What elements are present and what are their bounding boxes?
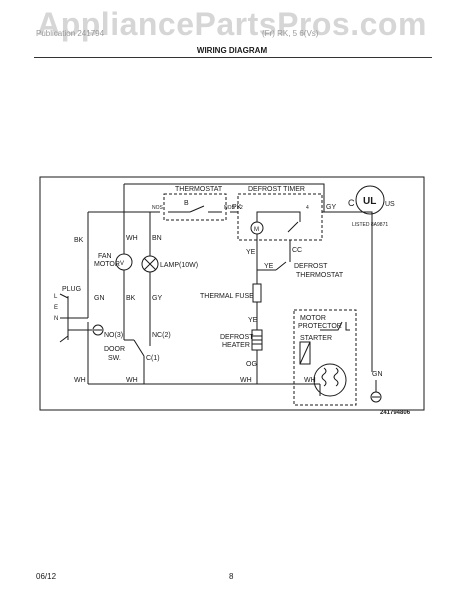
label-defrost-heater-2: HEATER	[222, 342, 250, 349]
label-ul-c: C	[348, 198, 355, 208]
label-motor-protector-1: MOTOR	[300, 315, 326, 322]
label-door: DOOR	[104, 346, 125, 353]
label-terminal-nos2: NOS	[224, 205, 236, 211]
door-switch-blade	[133, 339, 145, 357]
label-ul-us: US	[385, 201, 395, 208]
label-wire-wh-3: WH	[240, 377, 252, 384]
label-fan-v: V	[120, 261, 124, 267]
label-wire-bn: BN	[152, 235, 162, 242]
label-ul-listed: LISTED 8A9871	[352, 222, 388, 228]
label-defrost-timer: DEFROST TIMER	[248, 186, 305, 193]
ground-left-icon	[92, 324, 104, 336]
label-terminal-b: B	[184, 200, 189, 207]
label-defrost-heater-1: DEFROST	[220, 334, 254, 341]
label-wire-wh-fan: WH	[126, 235, 138, 242]
compressor-windings	[321, 367, 339, 387]
label-door-nc: NC(2)	[152, 332, 171, 339]
starter-icon	[299, 341, 311, 365]
label-terminal-4: 4	[306, 205, 309, 211]
footer-page-number: 8	[229, 572, 234, 581]
label-wire-gy-top: GY	[326, 204, 336, 211]
label-terminal-2: 2	[240, 205, 243, 211]
label-wire-gy-mid: GY	[152, 295, 162, 302]
label-motor: MOTOR	[94, 261, 120, 268]
label-wire-bk-mid: BK	[126, 295, 136, 302]
diagram-frame	[39, 176, 425, 411]
label-defrost-thermostat-1: DEFROST	[294, 263, 328, 270]
label-wire-og: OG	[246, 361, 257, 368]
label-starter: STARTER	[300, 335, 332, 342]
label-terminal-nos: NOS	[152, 205, 164, 211]
defrost-timer-box	[237, 193, 323, 241]
header-divider	[34, 57, 432, 58]
label-plug: PLUG	[62, 286, 81, 293]
label-wire-pk: PK	[232, 204, 242, 211]
timer-switch	[287, 218, 301, 233]
heater-coils	[252, 335, 262, 345]
header-publication: Publication 241794	[36, 29, 105, 38]
label-gn-right: GN	[372, 371, 383, 378]
plug-prongs	[59, 293, 69, 343]
label-defrost-thermostat-2: THERMOSTAT	[296, 272, 344, 279]
header-model-note: (Fr) RK, 5 6(Vs)	[262, 29, 319, 38]
ul-logo-circle	[355, 185, 385, 215]
label-motor-protector-2: PROTECTOR	[298, 323, 342, 330]
label-ul-mark: UL	[363, 196, 376, 207]
ground-right-icon	[370, 391, 382, 403]
label-door-c: C(1)	[146, 355, 160, 362]
label-thermal-fuse: THERMAL FUSE	[200, 293, 254, 300]
label-wire-wh-4: WH	[304, 377, 316, 384]
label-wire-gn: GN	[94, 295, 105, 302]
thermostat-box	[163, 193, 227, 221]
lamp-cross	[143, 257, 157, 271]
label-fan: FAN	[98, 253, 112, 260]
wire-gy-top	[322, 211, 373, 372]
label-plug-n: N	[54, 316, 58, 322]
label-wire-wh-1: WH	[74, 377, 86, 384]
label-wire-cc: CC	[292, 247, 302, 254]
label-wire-bk-left: BK	[74, 237, 84, 244]
label-wire-wh-2: WH	[126, 377, 138, 384]
label-plug-e: E	[54, 305, 58, 311]
defrost-thermostat-switch	[275, 261, 287, 271]
label-wire-ye-2: YE	[264, 263, 274, 270]
label-wire-ye-3: YE	[248, 317, 258, 324]
motor-protector-switch	[320, 321, 350, 331]
thermal-fuse-icon	[252, 283, 262, 303]
label-sw: SW.	[108, 355, 121, 362]
thermostat-switch	[168, 205, 222, 213]
label-timer-m: M	[254, 227, 259, 233]
watermark-logo: AppliancePartsPros.com	[37, 6, 427, 42]
wire-top-rail	[124, 183, 325, 212]
label-lamp: LAMP(10W)	[160, 262, 198, 269]
label-door-no: NO(3)	[104, 332, 123, 339]
page-title: WIRING DIAGRAM	[196, 46, 268, 55]
label-plug-l: L	[54, 294, 58, 300]
starter-slash	[299, 341, 311, 365]
label-thermostat: THERMOSTAT	[175, 186, 223, 193]
label-wire-ye-1: YE	[246, 249, 256, 256]
compressor-icon	[313, 363, 347, 397]
timer-internal	[256, 211, 301, 222]
compressor-box	[293, 309, 357, 406]
label-part-number: 241794806	[380, 410, 411, 416]
footer-date: 06/12	[36, 572, 57, 581]
